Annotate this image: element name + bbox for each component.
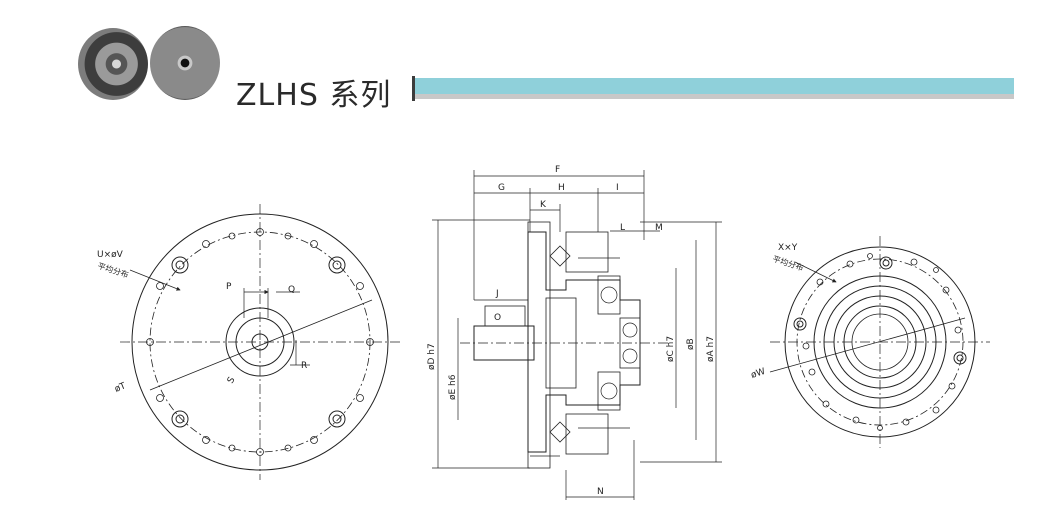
front-bolt-label: U×øV <box>97 250 124 260</box>
front-dim-q: Q <box>288 285 295 295</box>
back-bolt-label: X×Y <box>778 243 798 253</box>
front-dim-s: S <box>226 375 238 385</box>
back-dim-w: øW <box>750 367 767 381</box>
page-title: ZLHS 系列 <box>236 78 392 113</box>
side-view <box>432 170 722 500</box>
title-underline-bar <box>412 94 1014 99</box>
side-dim-e: øE h6 <box>448 374 458 400</box>
side-dim-f: F <box>555 165 560 175</box>
front-dim-p: P <box>226 282 232 292</box>
product-photo-back <box>150 26 220 100</box>
front-bolt-note: 平均分布 <box>96 260 130 279</box>
side-dim-o: O <box>494 313 501 323</box>
side-dim-c: øC h7 <box>666 336 676 362</box>
side-dim-a: øA h7 <box>706 336 716 362</box>
side-dim-h: H <box>558 183 565 193</box>
side-dim-d: øD h7 <box>427 343 437 370</box>
side-dim-n: N <box>597 487 604 497</box>
back-view <box>769 236 990 448</box>
side-dim-l: L <box>620 223 625 233</box>
side-dim-i: I <box>616 183 619 193</box>
side-dim-k: K <box>540 200 547 210</box>
front-view <box>120 204 400 480</box>
side-dim-j: J <box>495 289 499 299</box>
front-dim-t: øT <box>113 381 127 395</box>
title-bar-marker <box>412 76 415 101</box>
side-dim-g: G <box>498 183 505 193</box>
side-dim-m: M <box>655 223 663 233</box>
product-photo-front <box>78 28 148 100</box>
side-dim-b: øB <box>686 338 696 350</box>
back-bolt-note: 平均分布 <box>771 253 805 272</box>
title-accent-bar <box>412 78 1014 94</box>
front-dim-r: R <box>301 361 307 371</box>
header: ZLHS 系列 <box>0 0 1059 120</box>
